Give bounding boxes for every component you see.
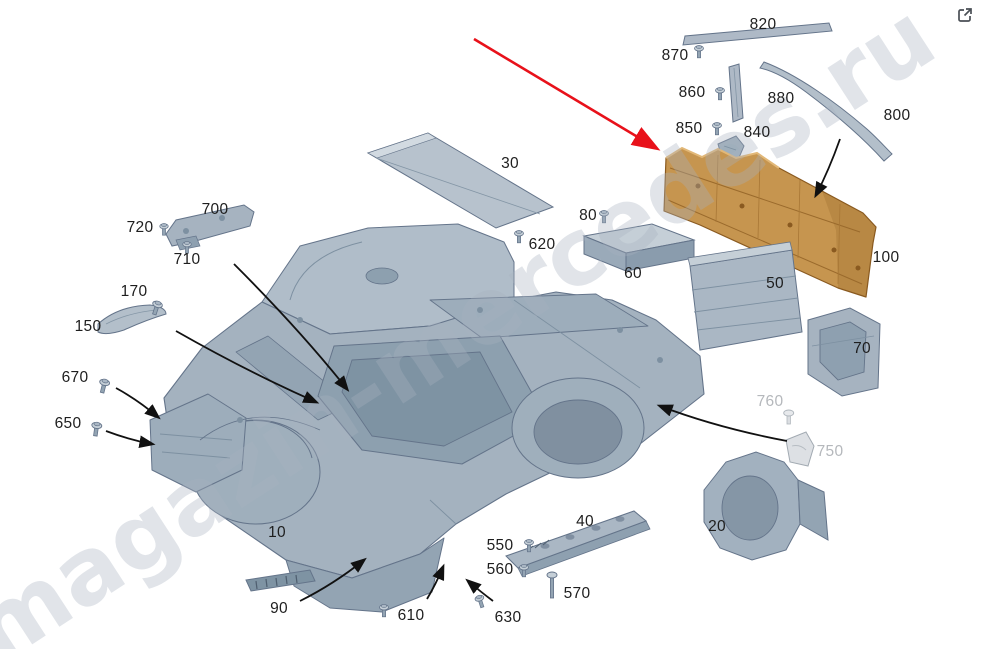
part-label-760: 760 bbox=[756, 393, 784, 410]
red-pointer-arrow bbox=[473, 37, 661, 151]
part-label-100[interactable]: 100 bbox=[872, 249, 900, 266]
part-label-560[interactable]: 560 bbox=[486, 561, 514, 578]
part-label-20[interactable]: 20 bbox=[708, 518, 726, 535]
open-external-icon[interactable] bbox=[955, 5, 975, 25]
part-label-10[interactable]: 10 bbox=[268, 524, 286, 541]
part-label-820[interactable]: 820 bbox=[749, 16, 777, 33]
part-label-720[interactable]: 720 bbox=[126, 219, 154, 236]
part-label-60[interactable]: 60 bbox=[624, 265, 642, 282]
part-label-880[interactable]: 880 bbox=[767, 90, 795, 107]
part-label-90[interactable]: 90 bbox=[270, 600, 288, 617]
part-630-bolt bbox=[473, 593, 488, 610]
part-label-850[interactable]: 850 bbox=[675, 120, 703, 137]
part-820-strip-shape bbox=[682, 22, 833, 46]
part-label-80[interactable]: 80 bbox=[579, 207, 597, 224]
part-label-700[interactable]: 700 bbox=[201, 201, 229, 218]
part-label-150[interactable]: 150 bbox=[74, 318, 102, 335]
part-50-panel-shape bbox=[687, 241, 803, 351]
part-label-570[interactable]: 570 bbox=[563, 585, 591, 602]
part-40-strip-shape bbox=[505, 510, 651, 577]
part-label-630[interactable]: 630 bbox=[494, 609, 522, 626]
part-label-70[interactable]: 70 bbox=[853, 340, 871, 357]
part-880-strip-shape bbox=[728, 63, 744, 123]
part-750-clip-muted bbox=[785, 431, 815, 467]
part-870-bolt bbox=[694, 44, 704, 59]
part-label-40[interactable]: 40 bbox=[576, 513, 594, 530]
part-800-rail-shape bbox=[759, 61, 893, 162]
part-label-670[interactable]: 670 bbox=[61, 369, 89, 386]
part-label-170[interactable]: 170 bbox=[120, 283, 148, 300]
part-10-floor-assembly-shape bbox=[149, 223, 705, 613]
part-label-610[interactable]: 610 bbox=[397, 607, 425, 624]
part-label-650[interactable]: 650 bbox=[54, 415, 82, 432]
part-label-30[interactable]: 30 bbox=[501, 155, 519, 172]
part-label-620[interactable]: 620 bbox=[528, 236, 556, 253]
part-20-bracket-shape bbox=[703, 451, 829, 561]
part-label-800[interactable]: 800 bbox=[883, 107, 911, 124]
part-label-750: 750 bbox=[816, 443, 844, 460]
part-label-710[interactable]: 710 bbox=[173, 251, 201, 268]
part-30-shape bbox=[366, 132, 555, 229]
part-570-bolt bbox=[546, 571, 558, 599]
part-760-bolt-muted bbox=[783, 409, 795, 425]
part-label-860[interactable]: 860 bbox=[678, 84, 706, 101]
part-60-box-shape bbox=[582, 223, 696, 272]
part-70-bracket-shape bbox=[807, 307, 881, 397]
part-label-550[interactable]: 550 bbox=[486, 537, 514, 554]
part-670-bolt bbox=[96, 377, 111, 395]
part-label-840[interactable]: 840 bbox=[743, 124, 771, 141]
part-90-strip-shape bbox=[245, 569, 316, 592]
part-650-bolt bbox=[89, 421, 103, 438]
part-label-50[interactable]: 50 bbox=[766, 275, 784, 292]
callout-arrows bbox=[105, 138, 841, 602]
part-100-highlighted-shape bbox=[663, 146, 877, 298]
part-label-870[interactable]: 870 bbox=[661, 47, 689, 64]
